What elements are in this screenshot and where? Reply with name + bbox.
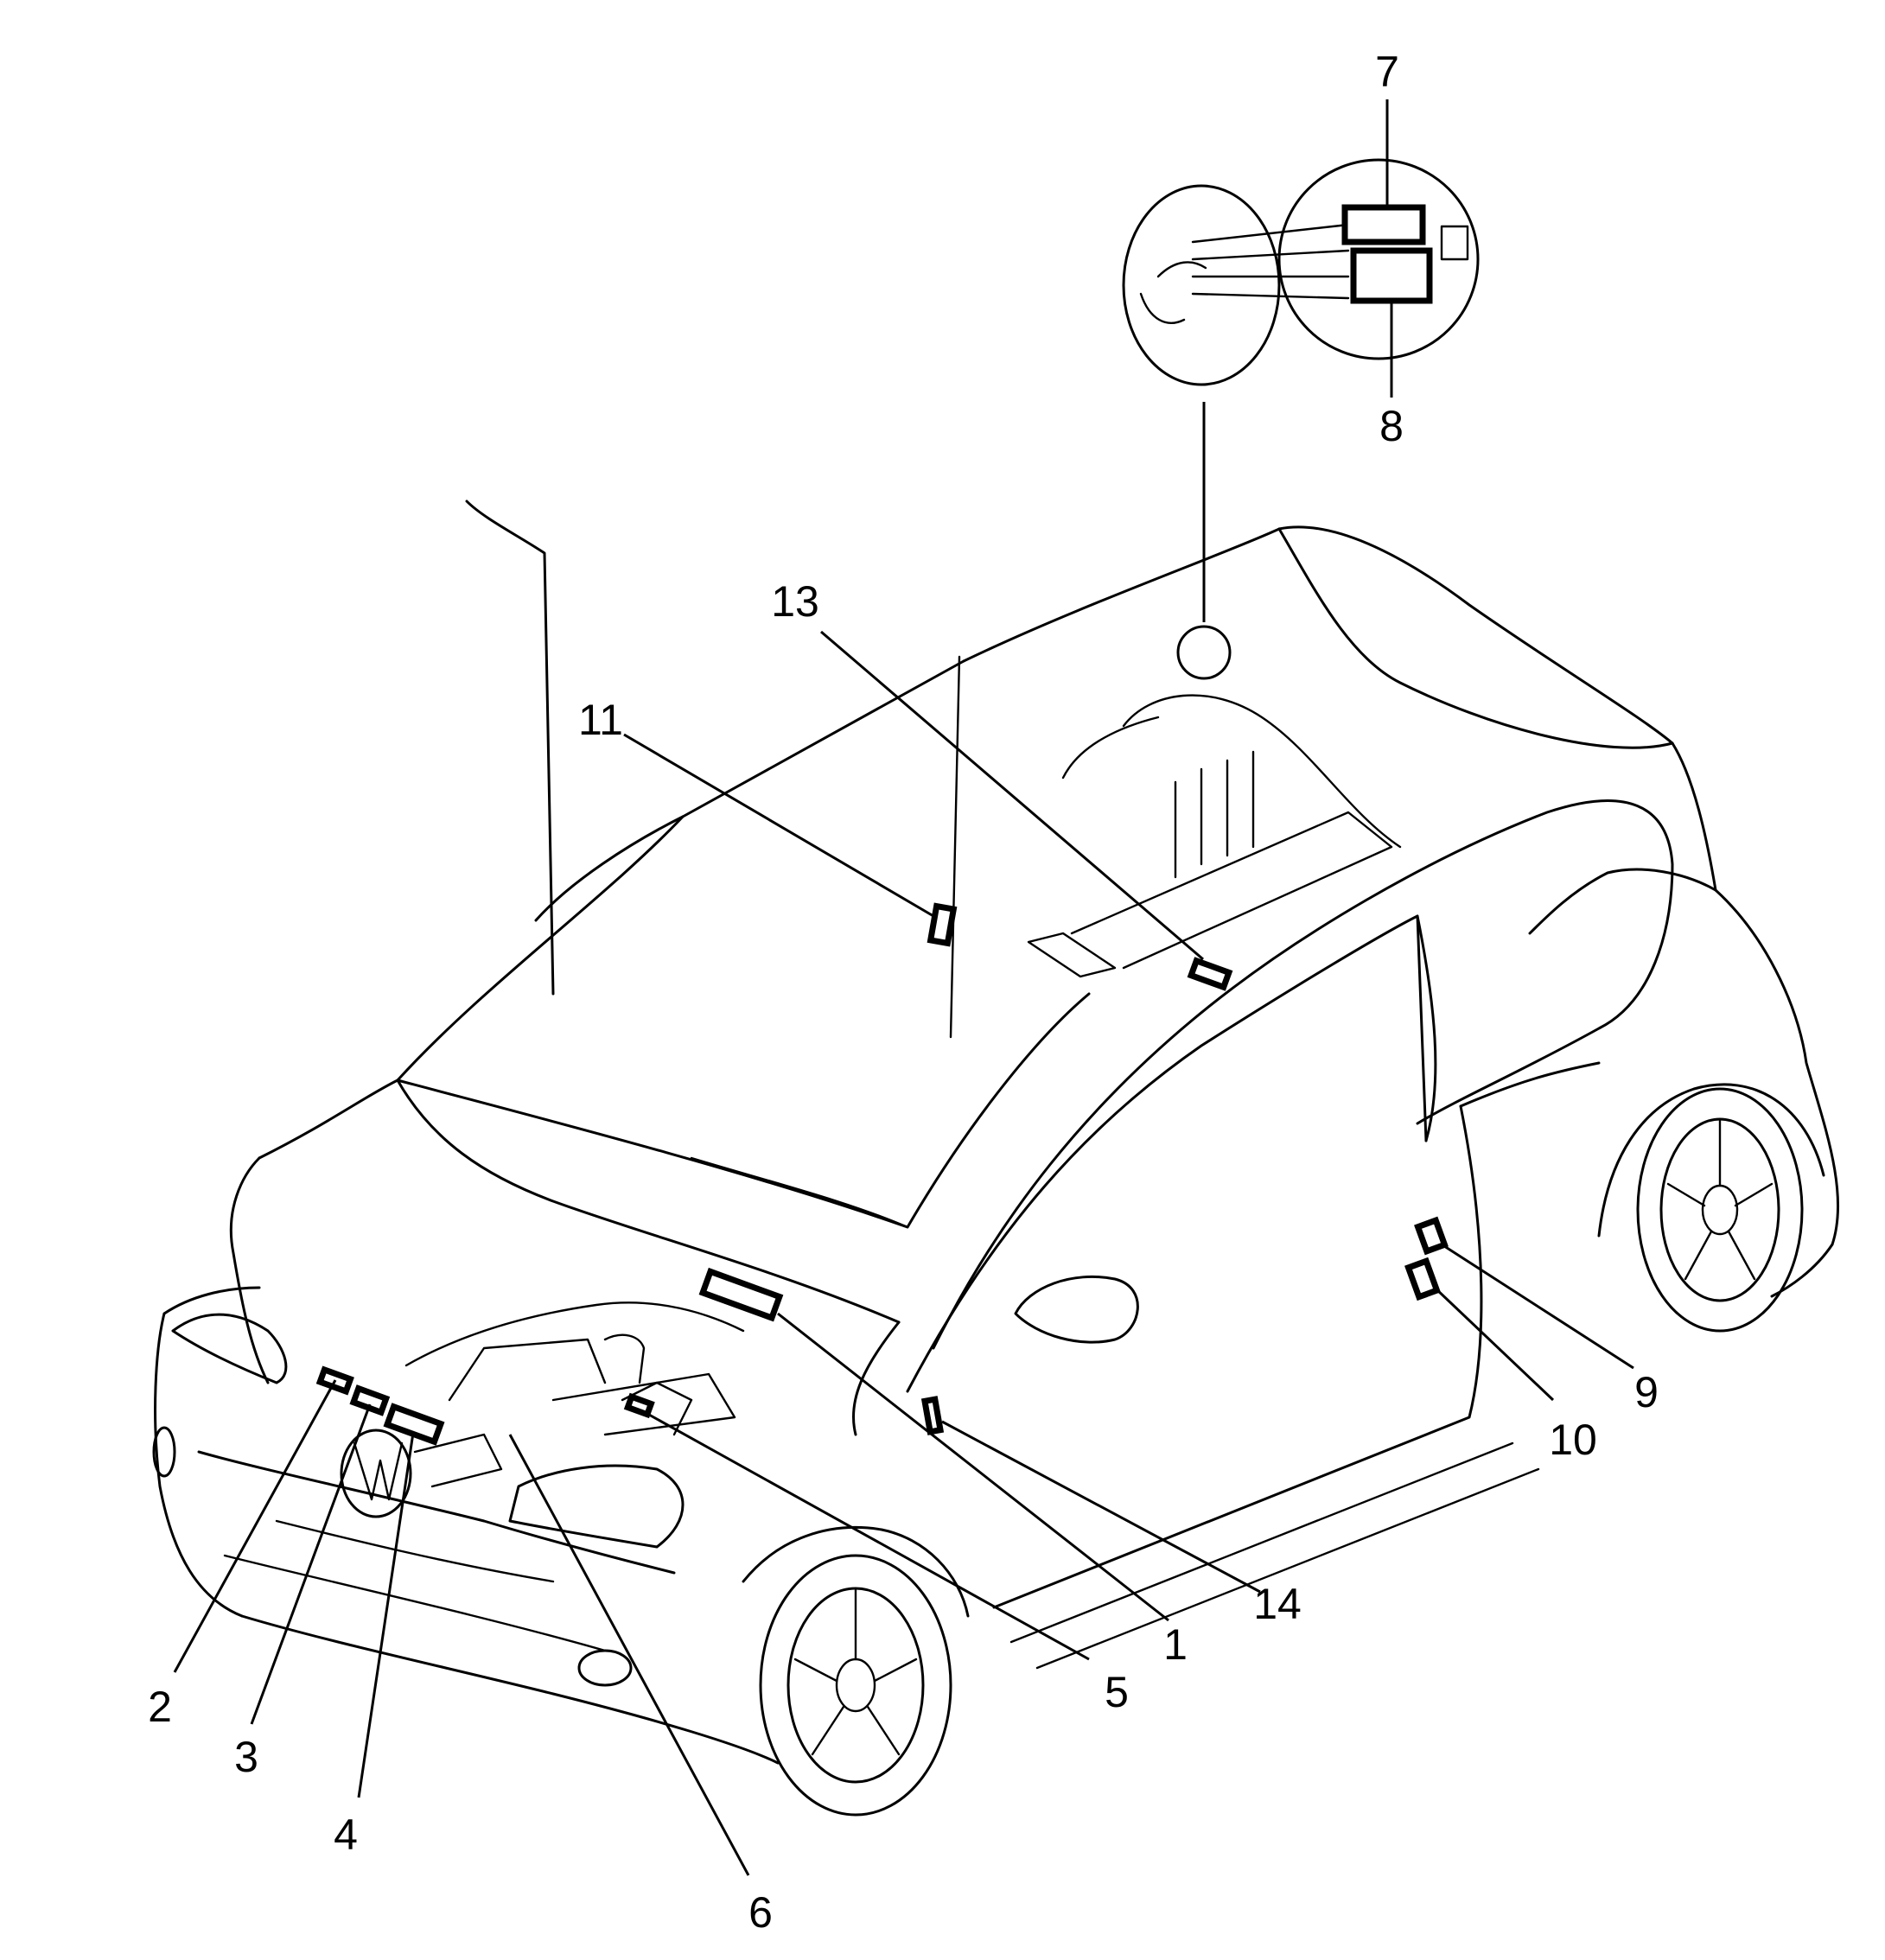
leader-line-1 (777, 1312, 1169, 1622)
callout-2: 2 (148, 1683, 172, 1731)
leader-line-5 (640, 1409, 1090, 1661)
callout-13: 13 (771, 577, 819, 626)
label-marker-13 (1187, 957, 1233, 991)
label-marker-1 (698, 1267, 784, 1322)
car-line-drawing (152, 158, 1839, 1817)
leader-lines (173, 99, 1634, 1876)
callout-6: 6 (748, 1888, 773, 1937)
leader-line-13 (820, 630, 1204, 961)
leader-line-3 (250, 1403, 372, 1725)
callout-14: 14 (1253, 1580, 1302, 1628)
callout-10: 10 (1549, 1416, 1597, 1464)
label-marker-3 (349, 1384, 391, 1416)
callout-5: 5 (1105, 1668, 1129, 1716)
label-marker-14 (920, 1396, 945, 1435)
label-marker-7 (1341, 204, 1426, 245)
label-marker-9 (1414, 1216, 1449, 1256)
callout-3: 3 (234, 1733, 258, 1781)
label-marker-11 (927, 902, 958, 947)
leader-line-9 (1441, 1243, 1634, 1370)
label-markers (315, 204, 1449, 1446)
callout-numbers: 1 2 3 4 5 6 7 8 9 10 11 13 14 (148, 48, 1659, 1937)
leader-line-2 (173, 1379, 337, 1673)
leader-line-6 (508, 1434, 750, 1876)
leader-line-10 (1433, 1286, 1555, 1402)
callout-9: 9 (1634, 1368, 1659, 1416)
callout-8: 8 (1379, 402, 1404, 450)
callout-7: 7 (1375, 48, 1399, 96)
label-marker-8 (1350, 247, 1433, 304)
label-marker-5 (623, 1392, 655, 1419)
callout-1: 1 (1163, 1620, 1188, 1669)
callout-11: 11 (578, 696, 623, 744)
label-marker-4 (383, 1403, 445, 1446)
leader-line-14 (941, 1420, 1261, 1594)
label-marker-10 (1404, 1257, 1441, 1301)
leader-line-4 (357, 1432, 415, 1798)
leader-line-11 (623, 733, 934, 918)
callout-4: 4 (334, 1810, 358, 1859)
